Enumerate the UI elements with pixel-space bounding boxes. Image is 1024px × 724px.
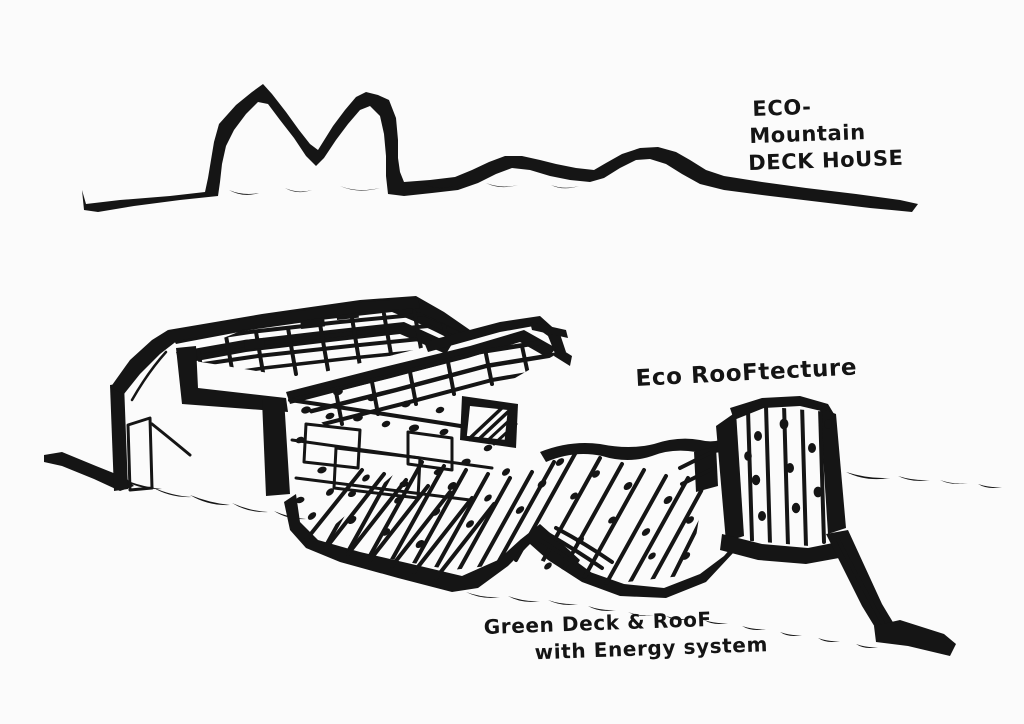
title-line-2: Mountain bbox=[749, 120, 866, 148]
mountain-profile-sketch bbox=[82, 84, 918, 212]
ground-line-right bbox=[846, 472, 1002, 488]
title-line-3: DECK HoUSE bbox=[748, 146, 904, 175]
clerestory-window bbox=[460, 396, 518, 448]
support-leg bbox=[826, 530, 956, 656]
planted-wall bbox=[678, 396, 850, 564]
upper-roof-plane bbox=[286, 316, 572, 430]
green-deck bbox=[284, 436, 738, 598]
left-ground-stroke bbox=[44, 452, 134, 491]
deck-house-sketch bbox=[44, 296, 1002, 656]
ground-line-center bbox=[466, 592, 878, 648]
gable-end-wall bbox=[110, 330, 192, 492]
title-annotation: ECO- Mountain DECK HoUSE bbox=[748, 95, 904, 175]
title-line-1: ECO- bbox=[752, 95, 812, 121]
house-wall-face bbox=[176, 346, 512, 504]
